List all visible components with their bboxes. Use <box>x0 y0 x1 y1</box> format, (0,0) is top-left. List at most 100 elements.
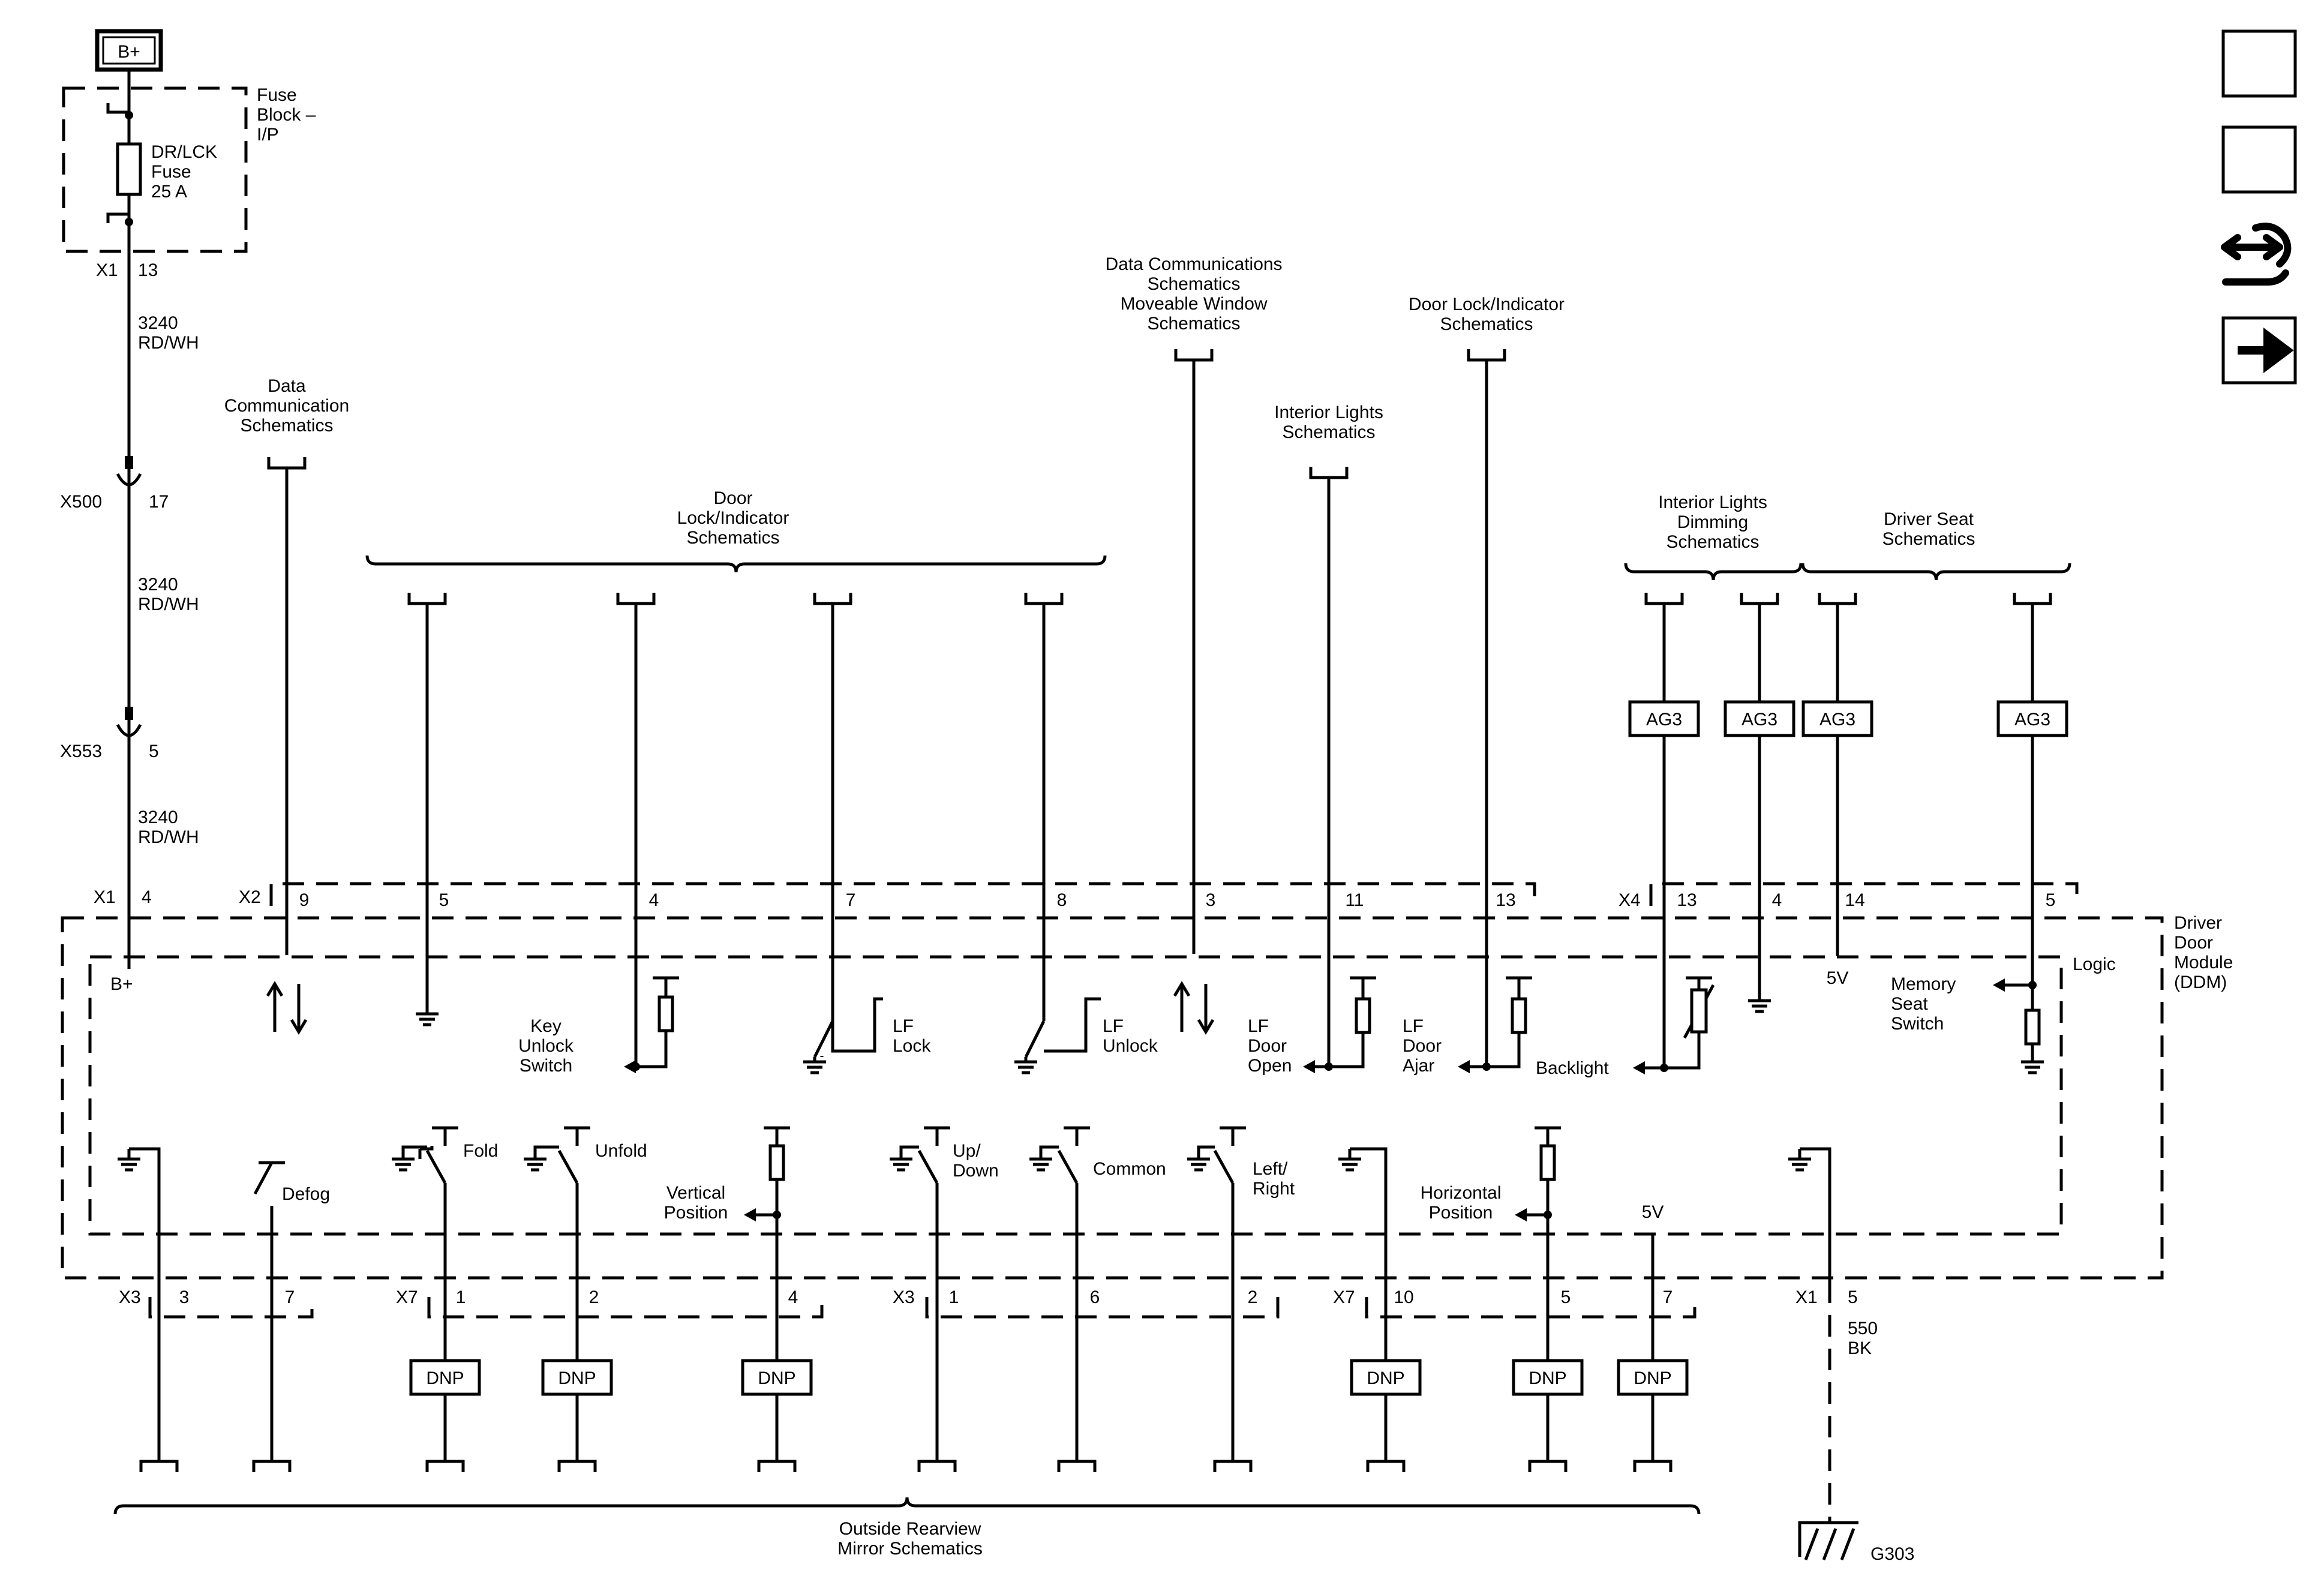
wire <box>401 1145 427 1159</box>
ag3-dimming-2-box <box>1724 700 1795 737</box>
wire <box>1039 1145 1059 1159</box>
pin-label: 3 <box>1206 890 1216 910</box>
dimmer-icon <box>1690 988 1708 1034</box>
key-unlock-label: Switch <box>520 1056 572 1076</box>
pin-label: 17 <box>149 492 169 512</box>
wire-label: RD/WH <box>138 333 199 353</box>
lf-door-ajar-label: Door <box>1403 1036 1442 1056</box>
x4-connector-boundary <box>1649 882 2079 906</box>
sidebar-buttons[interactable] <box>2221 29 2297 385</box>
junction-dot <box>125 218 133 226</box>
junction-dot <box>1544 1211 1552 1219</box>
ag3-dimming-1-label: AG3 <box>1646 710 1682 730</box>
pin-label: 3 <box>179 1287 190 1307</box>
lf-door-open-label: Door <box>1248 1036 1287 1056</box>
junction-dot <box>773 1211 781 1219</box>
five-v-low-label: 5V <box>1642 1202 1664 1222</box>
ag3-seat-1-box <box>1801 700 1873 737</box>
wire-label: 3240 <box>138 807 178 827</box>
dnp-vertical-label: DNP <box>758 1368 795 1388</box>
door-lock2-ref-label: Door Lock/Indicator <box>1409 295 1565 314</box>
wire <box>1800 1147 1831 1281</box>
lf-lock-label: LF <box>893 1016 914 1036</box>
connector-label-x2: X2 <box>239 887 261 907</box>
connector-icon <box>269 457 305 468</box>
ground-icon <box>1788 1159 1811 1170</box>
inline-connector-icon <box>116 473 142 487</box>
fuse-block-label: I/P <box>257 125 279 145</box>
ground-icon <box>1014 1062 1037 1073</box>
memory-seat-label: Memory <box>1891 974 1956 994</box>
ground-icon <box>416 1014 439 1025</box>
five-v-label: 5V <box>1827 968 1849 988</box>
data-arrows-icon <box>1173 981 1215 1035</box>
pin-label: 5 <box>1848 1287 1858 1307</box>
door-lock-ref-label: Door <box>713 488 752 508</box>
fuse-icon <box>116 142 142 196</box>
pin-label: 9 <box>299 890 310 910</box>
lf-door-ajar-label: LF <box>1403 1016 1424 1036</box>
pin-label: 13 <box>1677 890 1697 910</box>
wire-label: RD/WH <box>138 595 199 614</box>
pullup-resistor-icon <box>768 1144 785 1181</box>
lf-door-open-label: LF <box>1248 1016 1269 1036</box>
mirror-connector-icon <box>1215 1461 1251 1472</box>
lf-unlock-label: LF <box>1103 1016 1124 1036</box>
pin-label: 5 <box>1561 1287 1571 1307</box>
backlight-label: Backlight <box>1536 1058 1609 1078</box>
pin-label: 4 <box>649 890 659 910</box>
wire <box>1487 1032 1521 1068</box>
connector-icon <box>1646 593 1682 604</box>
fuse-label: Fuse <box>151 162 191 182</box>
arrow-right-icon[interactable] <box>2238 328 2294 373</box>
dnp-5v-label: DNP <box>1634 1368 1671 1388</box>
vertical-position-label: Position <box>664 1203 728 1223</box>
connector-icon <box>409 593 445 604</box>
ag3-dimming-2-label: AG3 <box>1742 710 1777 730</box>
mirror-connector-icon <box>759 1461 795 1472</box>
dimming-ref-label: Interior Lights <box>1658 493 1767 512</box>
up-down-label: Down <box>953 1161 999 1181</box>
key-unlock-label: Key <box>530 1016 562 1036</box>
ground-icon <box>392 1159 415 1170</box>
arrow-icon <box>1515 1208 1527 1221</box>
wires <box>106 70 2071 1515</box>
dnp-fold-box <box>409 1359 481 1396</box>
wire <box>129 1147 161 1281</box>
connector-label-x7: X7 <box>1333 1287 1355 1307</box>
lf-lock-label: Lock <box>893 1036 931 1056</box>
pin-label: 2 <box>1248 1287 1258 1307</box>
pullup-resistor-icon <box>657 995 674 1032</box>
pin-label: 4 <box>1772 890 1782 910</box>
switch-icon <box>557 1149 579 1184</box>
dnp-horizontal-ground-label: DNP <box>1367 1368 1404 1388</box>
connector-label: X553 <box>60 742 102 761</box>
switch-icon <box>1024 1020 1046 1058</box>
door-lock-ref-label: Schematics <box>686 528 779 548</box>
wire <box>1329 1032 1365 1068</box>
data-window-ref-label: Schematics <box>1147 274 1240 294</box>
wire-label: 3240 <box>138 313 178 333</box>
x3a-boundary <box>148 1297 314 1319</box>
lf-door-ajar-label: Ajar <box>1403 1056 1434 1076</box>
desc-button[interactable] <box>2221 125 2297 194</box>
pullup-resistor-icon <box>1355 997 1371 1034</box>
pin-label: 6 <box>1090 1287 1100 1307</box>
left-right-label: Right <box>1253 1179 1295 1199</box>
module-name-label: Module <box>2174 953 2233 972</box>
connector-icon <box>618 593 654 604</box>
ag3-seat-2-box <box>1996 700 2068 737</box>
dimming-ref-label: Dimming <box>1677 512 1748 532</box>
pin-label: 5 <box>149 742 159 761</box>
loc-button[interactable] <box>2221 29 2297 98</box>
unfold-label: Unfold <box>595 1141 647 1161</box>
dnp-horizontal-ground-box <box>1350 1359 1422 1396</box>
connector-tool-icon[interactable] <box>2221 223 2292 286</box>
ground-icon <box>524 1159 547 1170</box>
battery-box-inner <box>102 36 156 65</box>
ag3-seat-1-label: AG3 <box>1819 710 1855 730</box>
common-label: Common <box>1093 1159 1166 1179</box>
pin-label: 8 <box>1057 890 1067 910</box>
connector-label: X500 <box>60 492 102 512</box>
door-lock-brace <box>365 555 1107 573</box>
